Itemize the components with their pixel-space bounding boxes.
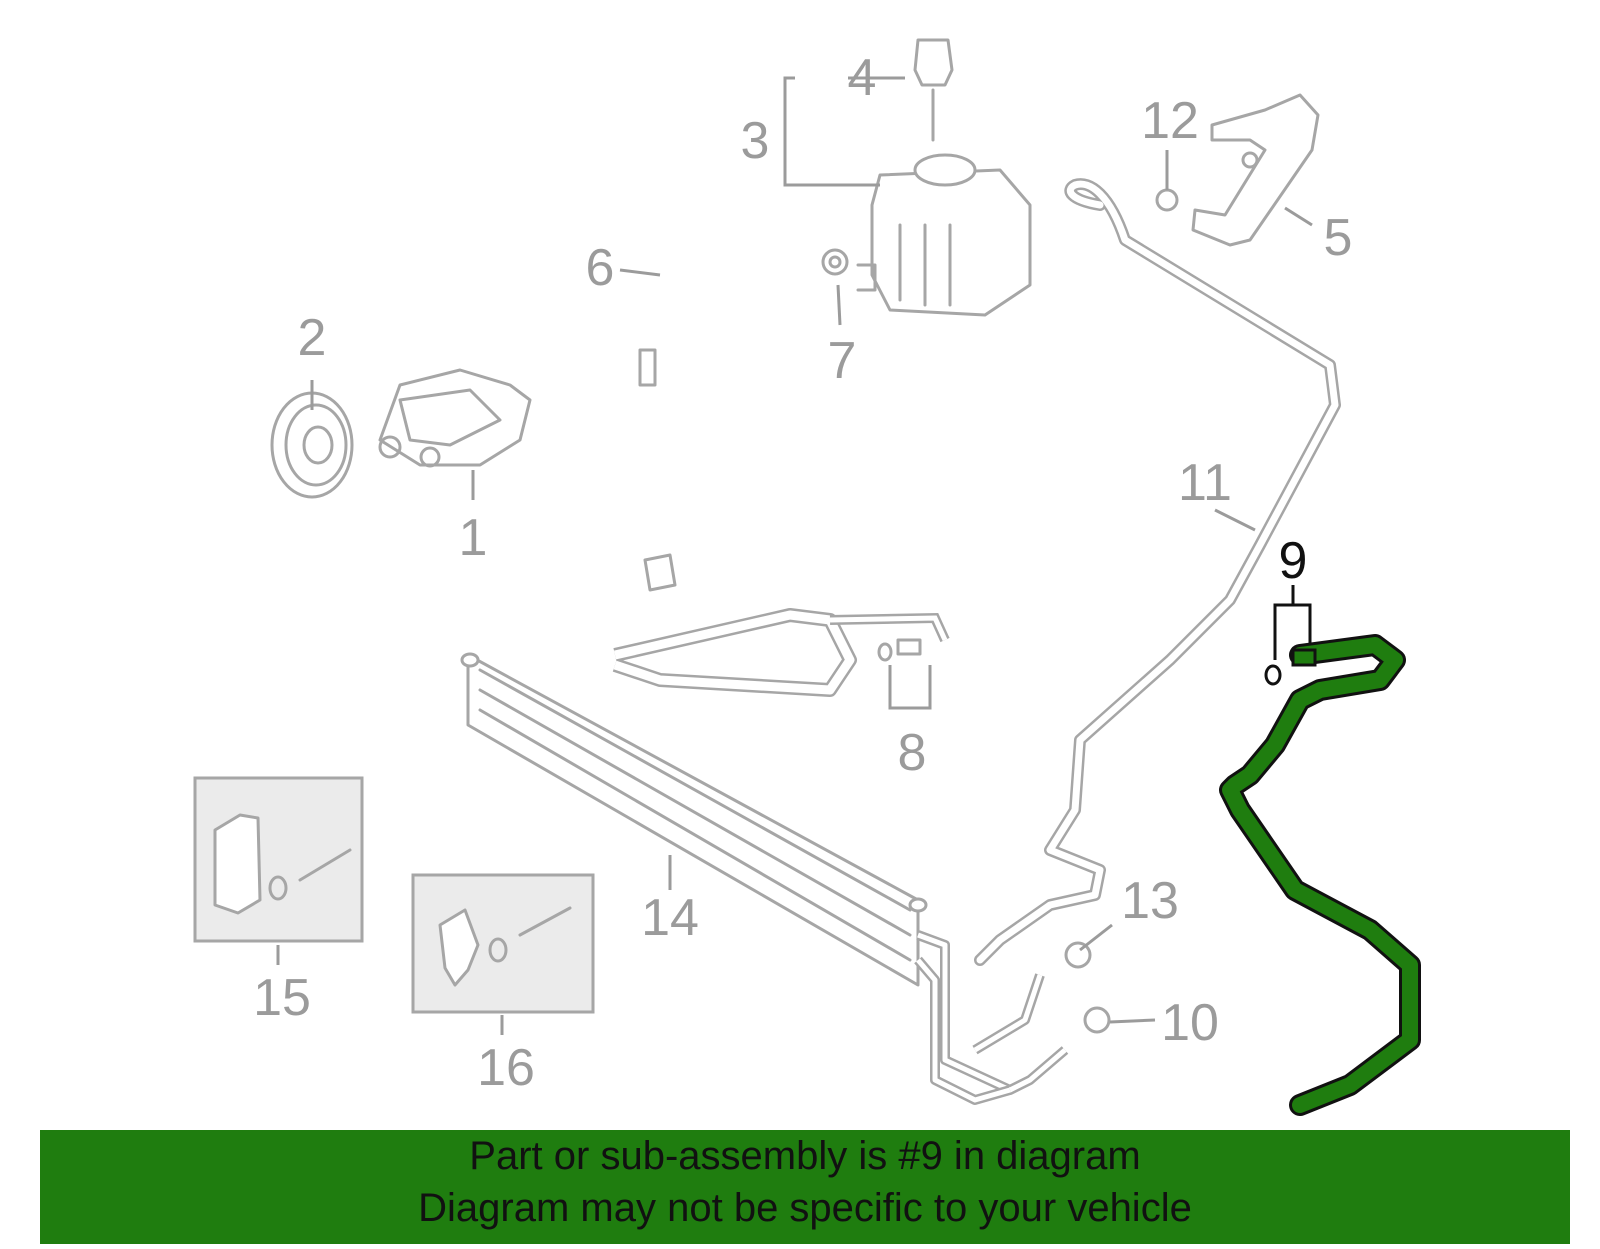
bracket-kit-box-15	[193, 776, 364, 943]
callout-1: 1	[459, 509, 488, 567]
hose-assembly-part-8	[612, 608, 950, 697]
clamp-part-7	[821, 248, 849, 276]
pulley-part	[270, 391, 354, 499]
power-steering-pump-part	[378, 368, 532, 468]
info-banner: Part or sub-assembly is #9 in diagram Di…	[40, 1130, 1570, 1244]
reservoir-cap-part	[913, 38, 954, 142]
clamp-part-13	[1064, 941, 1092, 969]
callout-8: 8	[898, 724, 927, 782]
callout-3: 3	[741, 112, 770, 170]
bracket-kit-box-16	[411, 873, 595, 1014]
callout-16: 16	[477, 1039, 535, 1097]
callout-4: 4	[848, 49, 877, 107]
callout-11: 11	[1178, 454, 1232, 512]
bracket-part-5	[1191, 93, 1320, 247]
callout-14: 14	[641, 889, 699, 947]
callout-2: 2	[298, 309, 327, 367]
banner-line-1: Part or sub-assembly is #9 in diagram	[469, 1134, 1141, 1178]
clamp-part-10	[1083, 1006, 1111, 1034]
reservoir-part	[856, 153, 1032, 317]
callout-9: 9	[1279, 532, 1308, 590]
pressure-line-part-11	[974, 178, 1341, 966]
cooler-part-14	[460, 652, 1069, 1105]
callout-10: 10	[1161, 994, 1219, 1052]
banner-line-2: Diagram may not be specific to your vehi…	[418, 1186, 1192, 1230]
callout-7: 7	[828, 332, 857, 390]
clamp-part-12	[1155, 188, 1179, 212]
leader-lines	[276, 76, 1313, 1035]
callout-15: 15	[253, 969, 311, 1027]
callout-6: 6	[586, 239, 615, 297]
callout-12: 12	[1141, 92, 1199, 150]
return-hose-part-9	[1219, 634, 1421, 1116]
callout-5: 5	[1324, 209, 1353, 267]
callout-13: 13	[1121, 872, 1179, 930]
suction-hose-part	[638, 228, 795, 592]
